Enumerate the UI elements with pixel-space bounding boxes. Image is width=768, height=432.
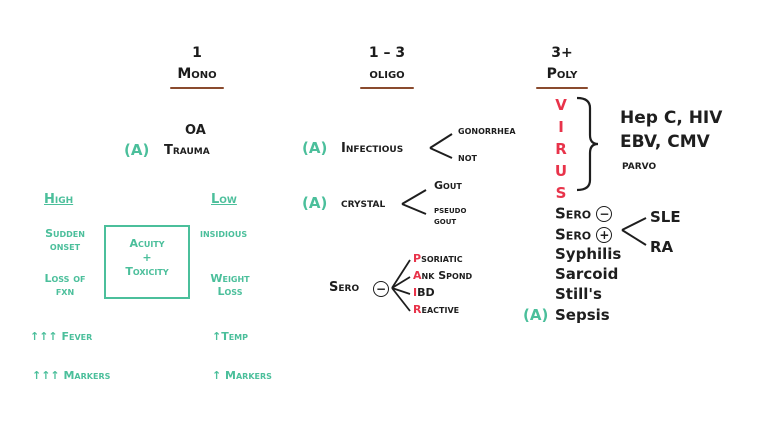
oligo-count: 1 – 3	[368, 45, 406, 61]
pair-letter-a: A	[413, 269, 422, 282]
low-item-weight-line2: Loss	[217, 285, 243, 298]
pair-letter-p: P	[413, 252, 422, 265]
crystal-acute-marker: (A)	[302, 194, 328, 212]
low-markers: ↑ Markers	[212, 369, 272, 382]
virus-letter-s: S	[555, 184, 567, 202]
fan-p	[391, 259, 411, 289]
virus-letter-i: I	[558, 118, 564, 136]
fork-crystal-upper	[401, 189, 427, 205]
fork-crystal-lower	[401, 203, 427, 215]
poly-sero-neg-circle: −	[596, 206, 613, 222]
mono-cause-trauma: Trauma	[164, 143, 210, 158]
mono-acute-marker: (A)	[124, 141, 150, 159]
oligo-sero-label: Sero	[329, 280, 360, 295]
mono-count: 1	[192, 45, 202, 61]
acuity-toxicity-text: Acuity + Toxicity	[104, 237, 190, 279]
low-label: Low	[211, 192, 237, 207]
high-label: High	[44, 192, 74, 207]
high-item-loss-line2: fxn	[55, 285, 75, 298]
sepsis-acute-marker: (A)	[523, 306, 549, 324]
high-item-sudden-line1: Sudden	[45, 227, 85, 240]
pair-letter-r: R	[413, 303, 422, 316]
mono-underline	[170, 87, 224, 89]
high-item-loss-of-fxn: Loss of fxn	[36, 272, 94, 298]
pair-letter-i: I	[413, 286, 418, 299]
high-fever: ↑↑↑ Fever	[30, 330, 93, 343]
poly-sero-neg-label: Sero	[555, 204, 592, 223]
poly-underline	[536, 87, 588, 89]
box-plus: +	[142, 251, 152, 264]
infectious-not: not	[458, 151, 477, 164]
low-item-insidious: insidious	[200, 227, 248, 240]
mono-header: Mono	[177, 66, 217, 82]
virus-hep-c-hiv: Hep C, HIV	[620, 108, 723, 128]
acuity-toxicity-box	[104, 225, 190, 299]
fork-infectious-upper	[429, 133, 453, 149]
low-item-weight-loss: Weight Loss	[200, 272, 260, 298]
poly-sepsis: Sepsis	[555, 306, 610, 324]
virus-letter-u: U	[554, 162, 568, 180]
oligo-underline	[360, 87, 414, 89]
virus-parvo: parvo	[622, 158, 657, 173]
fork-infectious-lower	[429, 147, 453, 159]
high-item-sudden-line2: onset	[49, 240, 81, 253]
low-temp: ↑Temp	[212, 330, 249, 343]
crystal-label: crystal	[341, 196, 386, 211]
virus-letter-r: R	[555, 140, 567, 158]
box-toxicity: Toxicity	[125, 265, 169, 278]
poly-sle: SLE	[650, 208, 681, 226]
poly-sero-neg: Sero −	[555, 204, 613, 223]
fan-i	[391, 287, 411, 295]
crystal-pseudogout: pseudo gout	[434, 205, 467, 227]
poly-count: 3+	[551, 45, 573, 61]
poly-header: Poly	[546, 66, 578, 82]
poly-sarcoid: Sarcoid	[555, 265, 619, 283]
box-acuity: Acuity	[129, 237, 165, 250]
oligo-sero-sign: −	[373, 280, 389, 297]
oligo-header: oligo	[369, 66, 405, 82]
pair-ank-spond: Ank Spond	[413, 270, 472, 281]
fan-r	[391, 287, 411, 312]
pair-reactive: Reactive	[413, 304, 459, 315]
pair-rest-r: eactive	[421, 303, 460, 316]
infectious-gonorrhea: gonorrhea	[458, 124, 516, 137]
virus-brace	[576, 96, 599, 192]
pair-rest-i: BD	[417, 286, 435, 299]
poly-stills: Still's	[555, 285, 602, 303]
pair-psoriatic: Psoriatic	[413, 253, 463, 264]
virus-letter-v: V	[555, 96, 567, 114]
poly-sero-pos: Sero +	[555, 225, 613, 244]
infectious-acute-marker: (A)	[302, 139, 328, 157]
poly-ra: RA	[650, 238, 674, 256]
mono-cause-oa: OA	[185, 123, 206, 138]
pair-rest-a: nk Spond	[421, 269, 473, 282]
poly-sero-pos-circle: +	[596, 227, 613, 243]
pair-ibd: IBD	[413, 287, 435, 298]
high-item-sudden-onset: Sudden onset	[38, 227, 92, 253]
virus-ebv-cmv: EBV, CMV	[620, 132, 710, 152]
crystal-gout: Gout	[434, 179, 462, 192]
fan-a	[391, 276, 411, 289]
pair-rest-p: soriatic	[421, 252, 463, 265]
high-item-loss-line1: Loss of	[44, 272, 86, 285]
oligo-sero-circle: −	[373, 280, 389, 297]
infectious-label: Infectious	[341, 141, 404, 156]
high-markers: ↑↑↑ Markers	[32, 369, 111, 382]
low-item-weight-line1: Weight	[210, 272, 250, 285]
poly-syphilis: Syphilis	[555, 245, 622, 263]
poly-sero-pos-label: Sero	[555, 225, 592, 244]
fork-sle	[621, 217, 647, 231]
fork-ra	[621, 229, 647, 246]
